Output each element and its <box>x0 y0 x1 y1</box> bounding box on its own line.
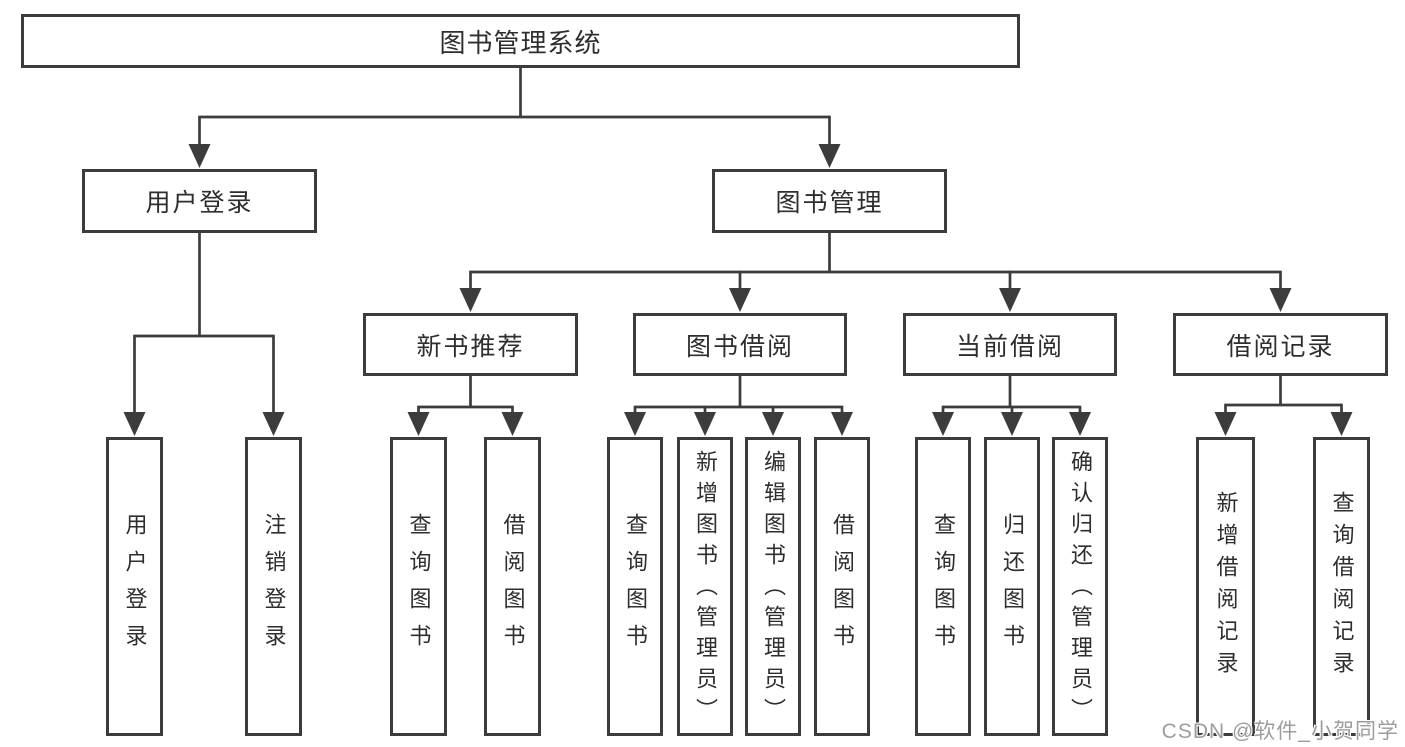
node-query-books-borrowing: 查询图书 <box>607 437 663 736</box>
node-confirm-return-admin: 确认归还（管理员） <box>1052 437 1108 736</box>
node-edit-books-admin: 编辑图书（管理员） <box>745 437 801 736</box>
node-add-books-admin: 新增图书（管理员） <box>677 437 733 736</box>
node-query-borrow-record: 查询借阅记录 <box>1313 437 1370 736</box>
node-add-borrow-record: 新增借阅记录 <box>1196 437 1255 736</box>
node-book-management: 图书管理 <box>712 169 947 233</box>
node-borrowing-records: 借阅记录 <box>1173 313 1388 376</box>
node-user-login: 用户登录 <box>82 169 317 233</box>
node-borrow-books-newbook: 借阅图书 <box>484 437 541 736</box>
node-new-book-recommendation: 新书推荐 <box>363 313 578 376</box>
node-query-books-newbook: 查询图书 <box>390 437 447 736</box>
watermark-text: CSDN @软件_小贺同学 <box>1161 720 1399 743</box>
node-query-books-current: 查询图书 <box>915 437 971 736</box>
node-logout-action: 注销登录 <box>245 437 302 736</box>
node-current-borrowing: 当前借阅 <box>903 313 1117 376</box>
node-library-management-system: 图书管理系统 <box>21 14 1020 68</box>
node-borrow-books-borrowing: 借阅图书 <box>814 437 870 736</box>
node-return-books: 归还图书 <box>984 437 1040 736</box>
node-user-login-action: 用户登录 <box>106 437 163 736</box>
node-book-borrowing: 图书借阅 <box>633 313 847 376</box>
